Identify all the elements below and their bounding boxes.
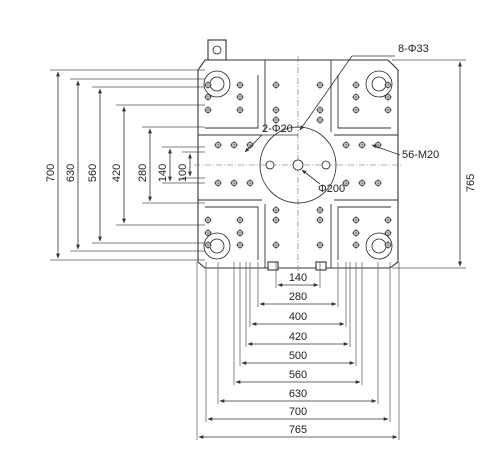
dim-bottom-label: 560 [289, 369, 307, 381]
dim-left-label: 700 [45, 164, 57, 182]
dim-bottom-label: 700 [289, 406, 307, 418]
dim-left-label: 280 [137, 164, 149, 182]
label-56-m20: 56-M20 [402, 149, 439, 161]
dim-bottom-label: 500 [289, 350, 307, 362]
label-2-phi20: 2-Φ20 [262, 123, 293, 135]
dim-bottom-label: 630 [289, 388, 307, 400]
tapped-holes [204, 81, 392, 249]
dim-right-765: 765 [392, 59, 477, 269]
dim-left-label: 560 [87, 164, 99, 182]
dim-bottom-label: 280 [289, 291, 307, 303]
dim-bottom-label: 140 [289, 272, 307, 284]
label-phi200: Φ200 [318, 183, 345, 195]
bottom-horizontal-dimensions: 140 280 400 420 500 560 630 700 765 [196, 262, 400, 440]
callout-tapped-holes: 56-M20 [371, 144, 439, 161]
dim-left-label: 630 [65, 164, 77, 182]
locating-ring [259, 126, 337, 204]
dim-left-label: 140 [157, 164, 169, 182]
top-lug [207, 39, 227, 61]
dim-765-right-label: 765 [465, 174, 477, 192]
label-8-phi33: 8-Φ33 [398, 43, 429, 55]
dim-left-label: 420 [111, 164, 123, 182]
dim-bottom-label: 400 [289, 311, 307, 323]
left-vertical-dimensions: 700 630 560 420 280 140 100 [45, 69, 205, 261]
tie-bar-holes [203, 70, 393, 260]
dim-bottom-label: 420 [289, 331, 307, 343]
callout-tie-bar-holes: 8-Φ33 [299, 43, 429, 131]
dim-bottom-label: 765 [289, 424, 307, 436]
callout-locating-ring: Φ200 [301, 169, 345, 195]
callout-locating-holes: 2-Φ20 [244, 123, 298, 153]
dim-left-label: 100 [177, 164, 189, 182]
